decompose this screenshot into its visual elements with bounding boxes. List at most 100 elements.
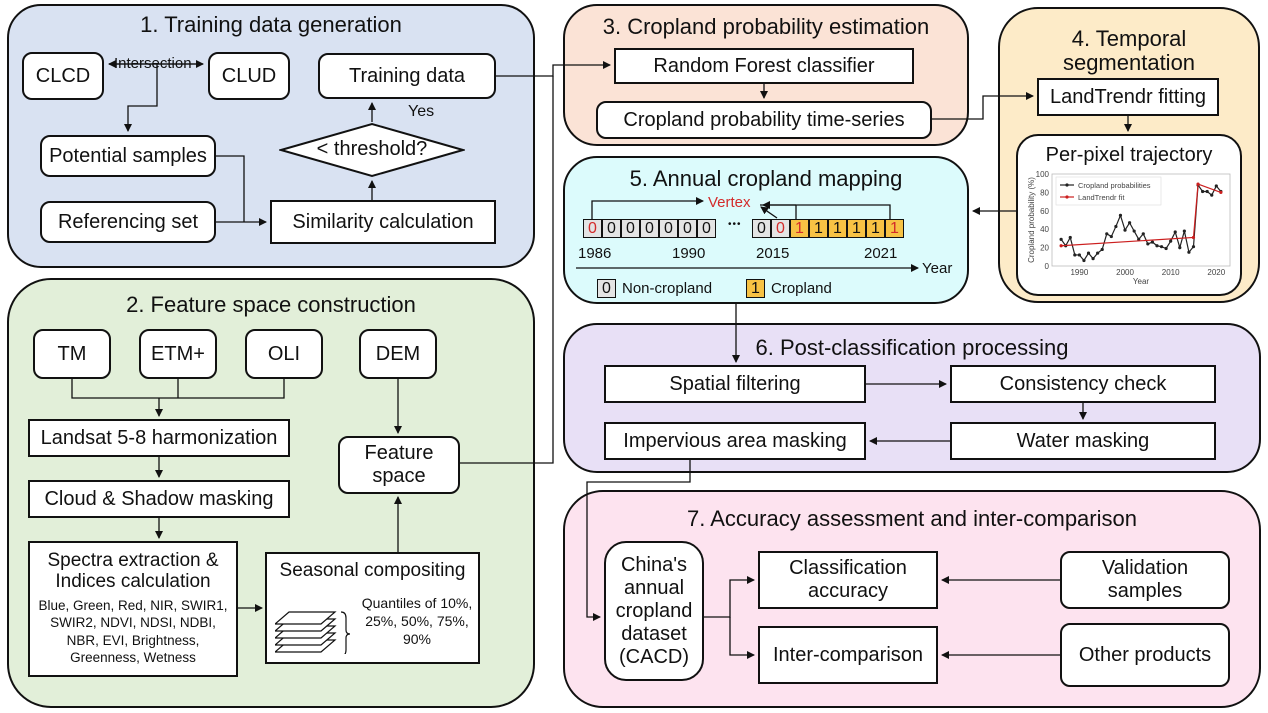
- year-1990: 1990: [672, 245, 706, 262]
- harmonization-box[interactable]: Landsat 5-8 harmonization: [28, 419, 290, 457]
- legend-label-1: LandTrendr fit: [1078, 193, 1125, 202]
- series-point-1: [1191, 235, 1196, 240]
- stacked-layers-icon: [275, 611, 351, 654]
- legend-cropland-swatch: 1: [746, 279, 765, 298]
- year-cell: 1: [790, 219, 809, 238]
- year-cell: 0: [752, 219, 771, 238]
- probability-timeseries-box[interactable]: Cropland probability time-series: [596, 101, 932, 139]
- x-tick-label: 2010: [1162, 268, 1180, 277]
- legend-marker-0: [1065, 183, 1069, 187]
- series-line-1: [1061, 183, 1222, 247]
- spatial-filtering-box[interactable]: Spatial filtering: [604, 365, 866, 403]
- series-point-0: [1132, 229, 1136, 233]
- year-2015: 2015: [756, 245, 790, 262]
- yes-label: Yes: [408, 103, 435, 120]
- cacd-dataset-box[interactable]: China's annual cropland dataset (CACD): [604, 541, 704, 681]
- threshold-decision[interactable]: < threshold?: [277, 122, 467, 178]
- cloud-masking-box[interactable]: Cloud & Shadow masking: [28, 480, 290, 518]
- y-tick-label: 80: [1040, 188, 1049, 197]
- series-point-0: [1105, 232, 1109, 236]
- water-masking-box[interactable]: Water masking: [950, 422, 1216, 460]
- year-cell: 0: [659, 219, 678, 238]
- seasonal-compositing-box[interactable]: Seasonal compositing Quantiles of 10%, 2…: [265, 552, 480, 664]
- panel-title: 5. Annual cropland mapping: [629, 166, 903, 191]
- series-point-1: [1059, 244, 1063, 248]
- quantiles-text: Quantiles of 10%, 25%, 50%, 75%, 90%: [361, 595, 473, 648]
- legend-noncropland-swatch: 0: [597, 279, 616, 298]
- x-tick-label: 1990: [1070, 268, 1088, 277]
- year-cell: 0: [678, 219, 697, 238]
- series-point-0: [1096, 251, 1100, 255]
- series-point-0: [1187, 250, 1191, 254]
- panel-title: 4. Temporal segmentation: [1000, 26, 1258, 76]
- panel-title: 2. Feature space construction: [126, 292, 416, 317]
- oli-box[interactable]: OLI: [245, 329, 323, 379]
- impervious-masking-box[interactable]: Impervious area masking: [604, 422, 866, 460]
- legend-marker-1: [1065, 195, 1069, 199]
- y-tick-label: 40: [1040, 225, 1049, 234]
- year-cell: 0: [697, 219, 716, 238]
- threshold-label: < threshold?: [316, 138, 428, 160]
- clcd-box[interactable]: CLCD: [22, 52, 104, 100]
- ellipsis: •••: [728, 219, 742, 230]
- series-point-0: [1150, 240, 1155, 244]
- series-point-0: [1077, 253, 1081, 257]
- clud-box[interactable]: CLUD: [208, 52, 290, 100]
- series-point-0: [1127, 221, 1132, 225]
- series-point-0: [1182, 229, 1186, 233]
- year-cell: 0: [640, 219, 659, 238]
- intersection-label: Intersection: [114, 55, 192, 72]
- inter-comparison-box[interactable]: Inter-comparison: [758, 626, 938, 684]
- panel-title-text: 4. Temporal segmentation: [1062, 26, 1196, 76]
- series-point-0: [1073, 253, 1077, 257]
- y-axis-label: Cropland probability (%): [1027, 177, 1036, 263]
- potential-samples-box[interactable]: Potential samples: [40, 135, 216, 177]
- tm-box[interactable]: TM: [33, 329, 111, 379]
- series-point-0: [1205, 189, 1209, 194]
- x-tick-label: 2000: [1116, 268, 1134, 277]
- legend-noncropland-label: Non-cropland: [622, 280, 713, 297]
- series-point-0: [1068, 235, 1072, 240]
- year-cell: 1: [847, 219, 866, 238]
- series-point-0: [1091, 257, 1095, 261]
- legend-label-0: Cropland probabilities: [1078, 181, 1151, 190]
- training-data-box[interactable]: Training data: [318, 53, 496, 99]
- series-point-1: [1219, 190, 1223, 194]
- similarity-calculation-box[interactable]: Similarity calculation: [270, 200, 496, 244]
- series-point-0: [1137, 237, 1141, 241]
- series-point-0: [1210, 193, 1214, 197]
- series-point-0: [1082, 258, 1086, 263]
- year-cell: 0: [771, 219, 790, 238]
- vertex-label: Vertex: [708, 194, 751, 211]
- y-tick-label: 100: [1036, 170, 1050, 179]
- series-point-0: [1086, 251, 1091, 255]
- other-products-box[interactable]: Other products: [1060, 623, 1230, 687]
- series-point-0: [1059, 237, 1063, 241]
- series-point-0: [1178, 246, 1182, 250]
- validation-samples-box[interactable]: Validation samples: [1060, 551, 1230, 609]
- spectra-extraction-box[interactable]: Spectra extraction & Indices calculation…: [28, 541, 238, 677]
- classification-accuracy-box[interactable]: Classification accuracy: [758, 551, 938, 609]
- landtrendr-fitting-box[interactable]: LandTrendr fitting: [1037, 78, 1219, 116]
- series-point-0: [1191, 245, 1196, 249]
- referencing-set-box[interactable]: Referencing set: [40, 201, 216, 243]
- y-tick-label: 0: [1045, 262, 1050, 271]
- series-point-0: [1118, 213, 1123, 217]
- series-point-1: [1196, 182, 1200, 186]
- random-forest-box[interactable]: Random Forest classifier: [614, 48, 914, 84]
- trajectory-title: Per-pixel trajectory: [1045, 144, 1213, 166]
- consistency-check-box[interactable]: Consistency check: [950, 365, 1216, 403]
- dem-box[interactable]: DEM: [359, 329, 437, 379]
- series-point-0: [1155, 244, 1159, 248]
- etm-box[interactable]: ETM+: [139, 329, 217, 379]
- series-point-0: [1100, 247, 1104, 252]
- year-cell: 0: [583, 219, 602, 238]
- feature-space-box[interactable]: Feature space: [338, 436, 460, 494]
- year-cell: 0: [621, 219, 640, 238]
- year-cell: 0: [602, 219, 621, 238]
- x-axis-label: Year: [1133, 277, 1150, 286]
- series-point-0: [1164, 246, 1168, 251]
- x-tick-label: 2020: [1207, 268, 1225, 277]
